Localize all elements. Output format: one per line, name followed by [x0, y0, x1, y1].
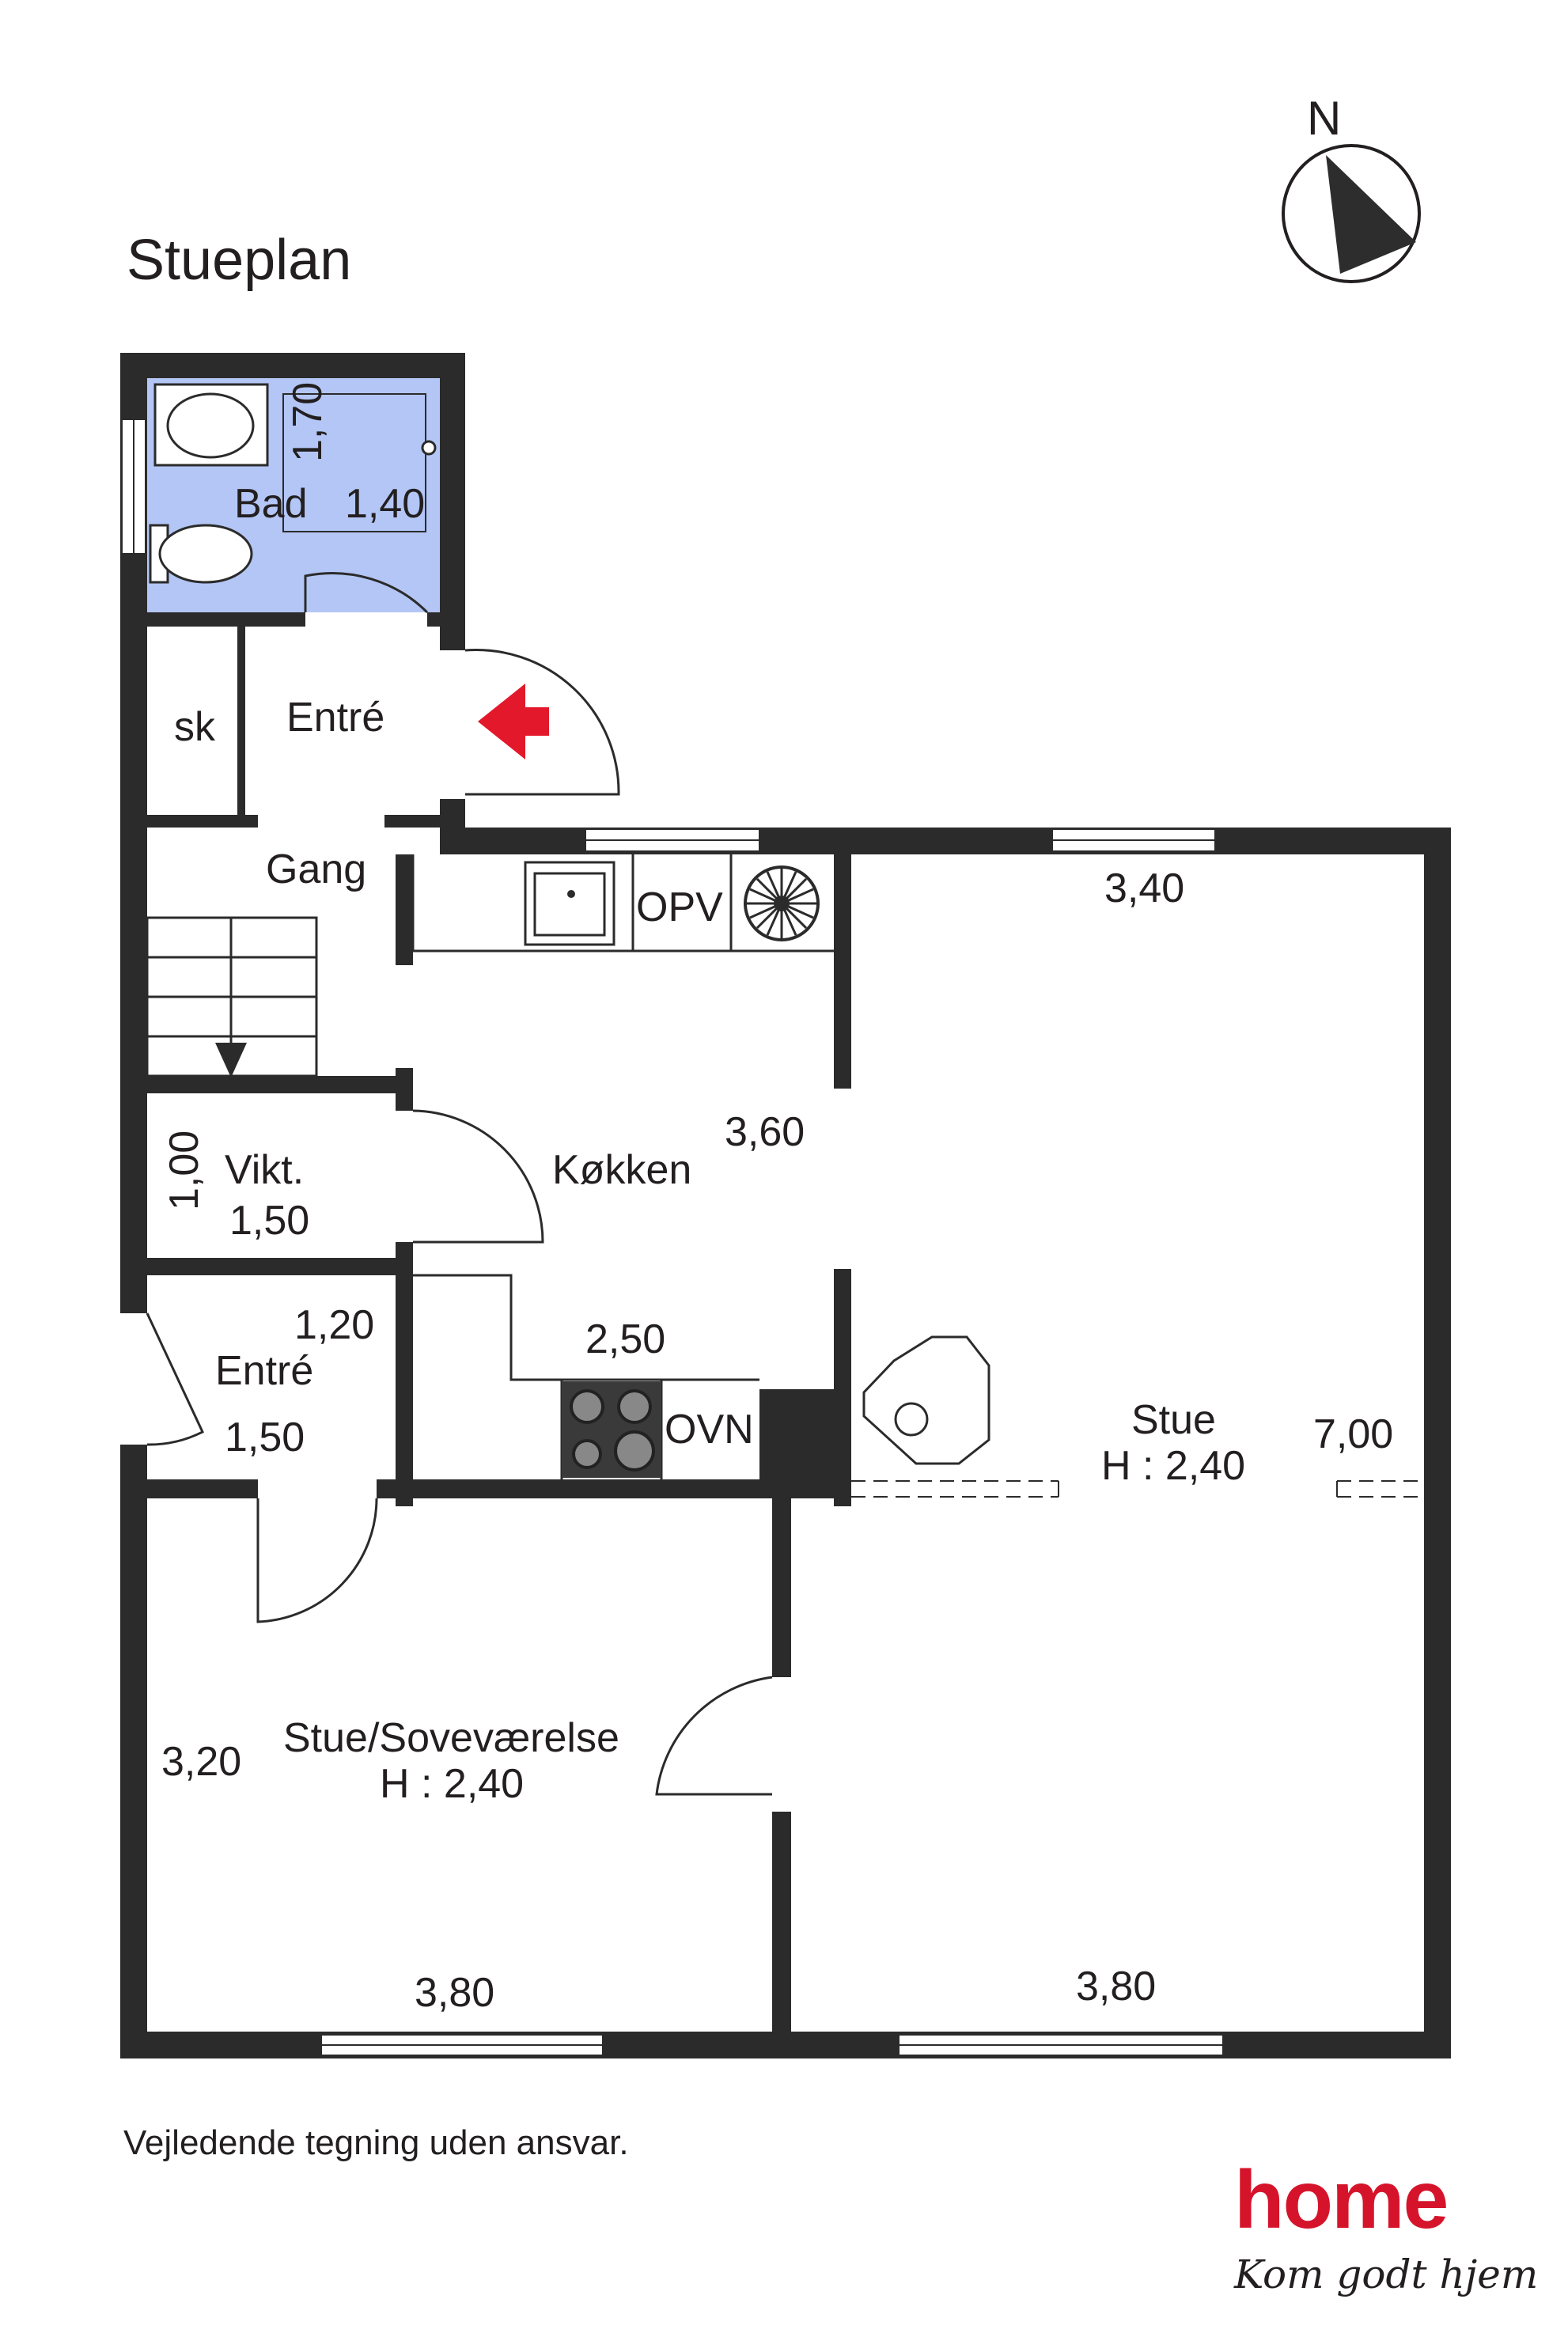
ovn-label: OVN [665, 1407, 754, 1452]
kitchen-dim-a: 3,60 [725, 1109, 805, 1155]
brand-tagline: Kom godt hjem [1234, 2252, 1539, 2297]
bedroom-height: H : 2,40 [380, 1761, 524, 1807]
bad-dim-a: 1,70 [285, 382, 331, 462]
window-bath [121, 419, 146, 555]
bad-dim-b: 1,40 [345, 481, 425, 527]
window-stue-top [1051, 828, 1216, 852]
window-stue-bottom [898, 2034, 1224, 2056]
disclaimer: Vejledende tegning uden ansvar. [123, 2123, 629, 2162]
bad-label: Bad [234, 481, 308, 527]
side-entrance-opening [120, 1313, 147, 1445]
stue-label: Stue [1131, 1397, 1216, 1443]
doors [146, 572, 773, 1796]
gang-label: Gang [266, 846, 366, 892]
window-kitchen [585, 828, 760, 852]
stue-height: H : 2,40 [1101, 1443, 1245, 1489]
entre-top-label: Entré [286, 695, 384, 740]
bedroom-label: Stue/Soveværelse [283, 1715, 619, 1761]
stue-dim-bottom: 3,80 [1076, 1964, 1156, 2009]
entre-side-dim-b: 1,50 [225, 1415, 305, 1460]
fan-icon [744, 865, 820, 941]
vikt-dim-b: 1,50 [229, 1198, 309, 1244]
stue-dim-side: 7,00 [1313, 1411, 1393, 1457]
bedroom-dim-side: 3,20 [161, 1739, 241, 1785]
brand-logo: home [1234, 2154, 1449, 2246]
window-bedroom-bottom [320, 2034, 604, 2056]
vikt-label: Vikt. [225, 1147, 304, 1193]
compass-north-label: N [1307, 92, 1341, 145]
vikt-dim-a: 1,00 [161, 1131, 207, 1210]
stair-arrow-icon [215, 1043, 247, 1078]
entry-arrow-icon [478, 684, 549, 759]
wood-stove-icon [862, 1335, 990, 1465]
shower-icon [282, 393, 426, 532]
sk-label: sk [174, 704, 216, 750]
entre-side-label: Entré [215, 1348, 313, 1394]
entre-side-dim-a: 1,20 [294, 1302, 374, 1348]
cooktop-icon [562, 1381, 661, 1478]
bedroom-dim-bottom: 3,80 [415, 1970, 494, 2016]
bathroom-fixtures [149, 383, 437, 584]
compass-icon: N [1282, 92, 1421, 283]
page-title: Stueplan [127, 229, 352, 292]
kitchen-sink-icon [524, 861, 615, 946]
kitchen-label: Køkken [552, 1147, 691, 1193]
opv-label: OPV [636, 884, 723, 930]
kitchen-dim-b: 2,50 [585, 1316, 665, 1362]
beam-dashed-lines [851, 1480, 1424, 1498]
stue-dim-top: 3,40 [1104, 865, 1184, 911]
